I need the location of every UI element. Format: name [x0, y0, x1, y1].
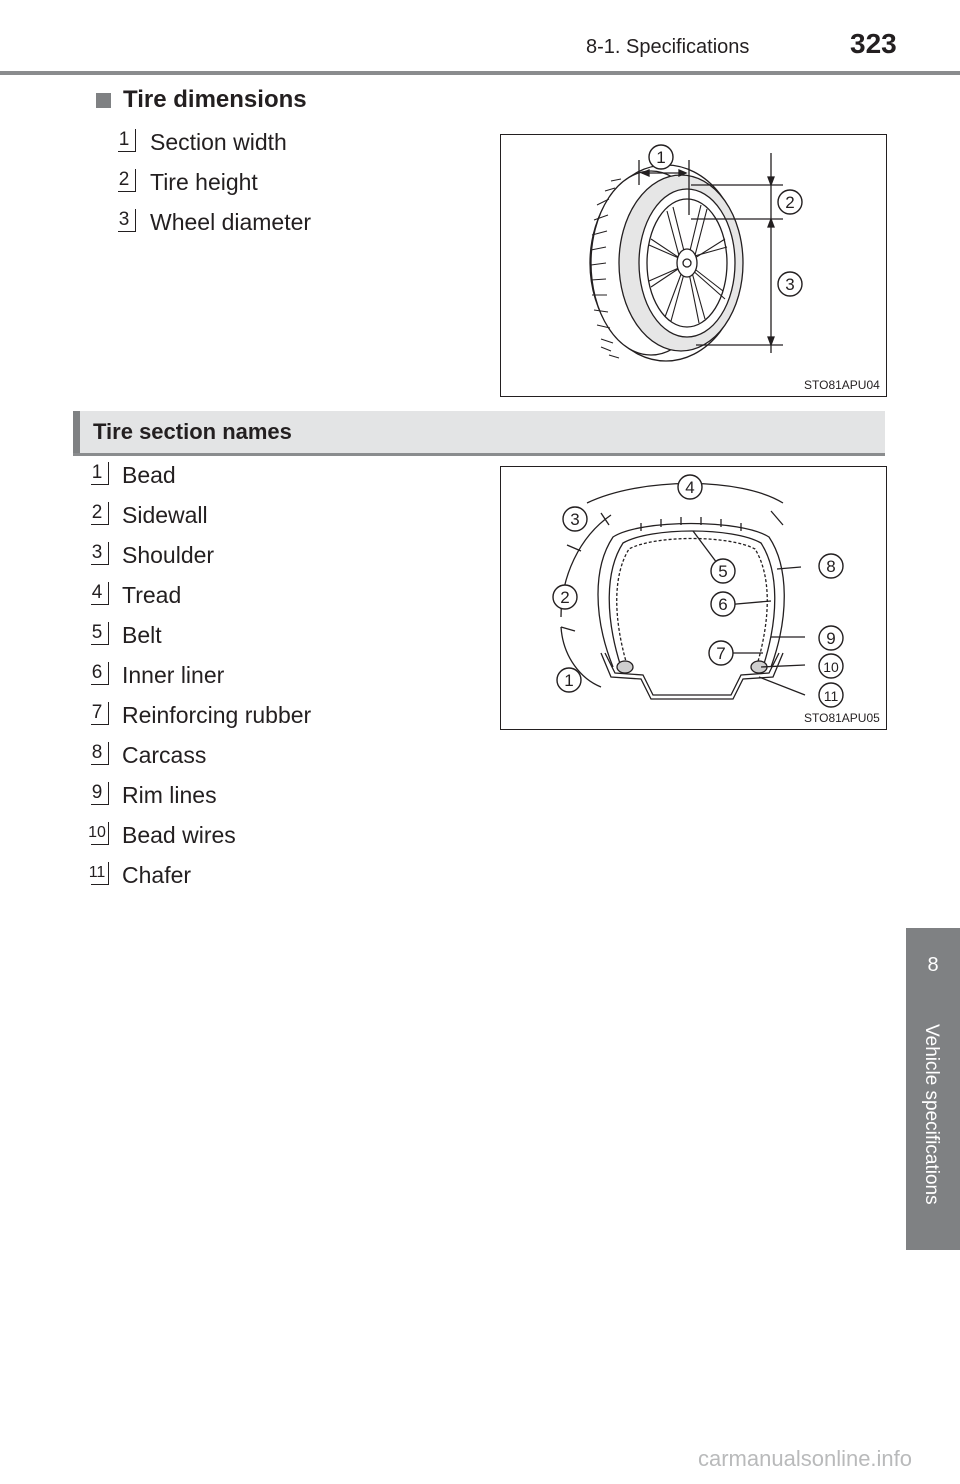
callout-2: 2	[552, 584, 578, 610]
callout-9: 9	[818, 625, 844, 651]
tire-dimensions-illustration: 1 2 3	[589, 144, 803, 362]
list-item-number: 8	[86, 742, 109, 765]
list-item-label: Tire height	[150, 169, 258, 195]
figure-code: STO81APU05	[804, 711, 880, 725]
list-item-number: 2	[86, 502, 109, 525]
list-item-number: 7	[86, 702, 109, 725]
chapter-number: 8	[927, 954, 939, 976]
callout-7: 7	[708, 640, 734, 666]
list-item-label: Bead	[122, 462, 176, 488]
list-item-label: Bead wires	[122, 822, 236, 848]
header-section-title: 8-1. Specifications	[586, 36, 750, 58]
svg-text:10: 10	[823, 659, 839, 675]
list-item-label: Inner liner	[122, 662, 225, 688]
section-header-bar: Tire section names	[73, 411, 885, 456]
header-rule	[0, 71, 960, 75]
list-item-number: 9	[86, 782, 109, 805]
list-item-number: 1	[86, 462, 109, 485]
callout-8: 8	[818, 553, 844, 579]
list-item-label: Section width	[150, 129, 287, 155]
svg-text:9: 9	[826, 629, 835, 648]
svg-text:4: 4	[685, 478, 694, 497]
svg-text:11: 11	[824, 688, 839, 704]
list-item-number: 3	[86, 542, 109, 565]
chapter-side-tab[interactable]: 8 Vehicle specifications	[906, 928, 960, 1250]
svg-text:1: 1	[564, 671, 573, 690]
svg-text:3: 3	[785, 275, 794, 294]
callout-6: 6	[710, 591, 736, 617]
svg-text:7: 7	[716, 644, 725, 663]
svg-text:6: 6	[718, 595, 727, 614]
svg-text:8: 8	[826, 557, 835, 576]
svg-text:2: 2	[560, 588, 569, 607]
figure-code: STO81APU04	[804, 378, 880, 392]
callout-5: 5	[710, 558, 736, 584]
list-item-number: 3	[113, 209, 136, 232]
list-item-number: 2	[113, 169, 136, 192]
tire-dimensions-figure: 1 2 3 STO81APU04	[500, 134, 887, 397]
callout-4: 4	[677, 474, 703, 500]
list-item-number: 1	[113, 129, 136, 152]
list-item-label: Rim lines	[122, 782, 217, 808]
list-item-number: 5	[86, 622, 109, 645]
tire-dimensions-heading-text: Tire dimensions	[123, 86, 307, 113]
svg-text:3: 3	[570, 510, 579, 529]
tire-section-figure: 1 2 3 4 5 6 7 8 9 10 11 STO81APU05	[500, 466, 887, 730]
list-item-label: Belt	[122, 622, 162, 648]
list-item-label: Shoulder	[122, 542, 215, 568]
list-item-label: Carcass	[122, 742, 207, 768]
watermark: carmanualsonline.info	[698, 1446, 913, 1471]
svg-text:5: 5	[718, 562, 727, 581]
tire-cross-section-illustration: 1 2 3 4 5 6 7 8 9 10 11	[552, 474, 844, 708]
list-item-label: Sidewall	[122, 502, 208, 528]
list-item-label: Tread	[122, 582, 182, 608]
chapter-label: Vehicle specifications	[921, 1024, 942, 1205]
svg-text:2: 2	[785, 193, 794, 212]
callout-3: 3	[777, 271, 803, 297]
list-item-number: 11	[86, 862, 109, 885]
callout-10: 10	[818, 653, 844, 679]
list-item-label: Reinforcing rubber	[122, 702, 312, 728]
page-number: 323	[850, 28, 897, 59]
list-item-number: 4	[86, 582, 109, 605]
list-item-label: Chafer	[122, 862, 192, 888]
list-item-label: Wheel diameter	[150, 209, 312, 235]
tire-dimensions-heading: Tire dimensions	[96, 86, 307, 114]
list-item-number: 6	[86, 662, 109, 685]
list-item-number: 10	[86, 822, 109, 845]
square-bullet-icon	[96, 92, 111, 108]
section-title: Tire section names	[93, 419, 292, 444]
callout-2: 2	[777, 189, 803, 215]
callout-1: 1	[556, 667, 582, 693]
svg-text:1: 1	[656, 148, 665, 167]
callout-1: 1	[648, 144, 674, 170]
callout-3: 3	[562, 506, 588, 532]
callout-11: 11	[818, 682, 844, 708]
